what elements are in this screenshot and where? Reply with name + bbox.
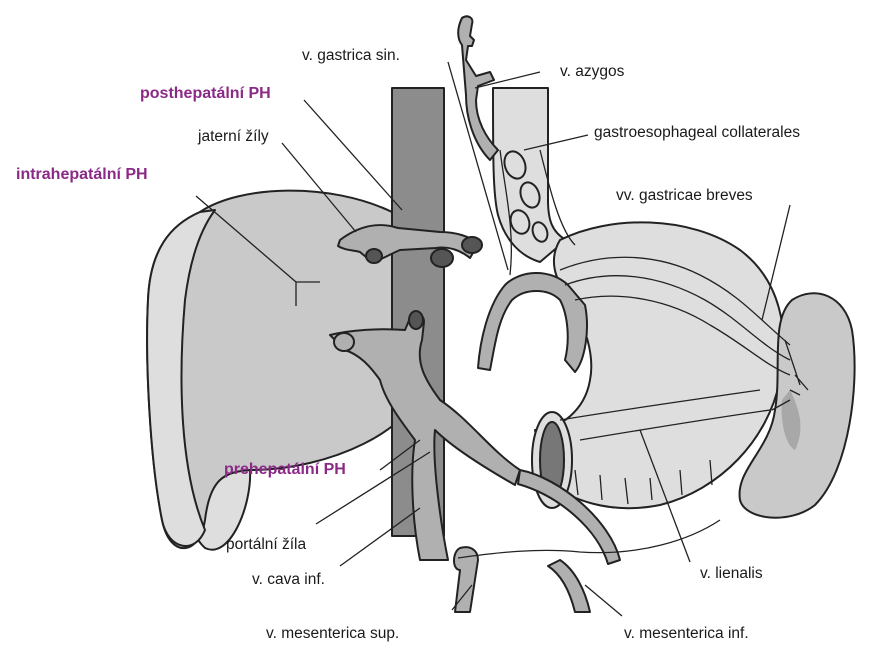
label-prehepatalni-ph: prehepatální PH	[224, 461, 346, 478]
label-mesenterica-inf: v. mesenterica inf.	[624, 625, 749, 642]
label-lienalis: v. lienalis	[700, 565, 763, 582]
label-posthepatalni-ph: posthepatální PH	[140, 85, 271, 102]
label-gastrica-sin: v. gastrica sin.	[302, 47, 400, 64]
label-jaterni-zily: jaterní žíly	[197, 128, 269, 145]
label-mesenterica-sup: v. mesenterica sup.	[266, 625, 399, 642]
label-portalni-zila: portální žíla	[226, 536, 307, 553]
label-gastricae-breves: vv. gastricae breves	[616, 187, 753, 204]
label-cava-inf: v. cava inf.	[252, 571, 325, 588]
label-intrahepatalni-ph: intrahepatální PH	[16, 166, 148, 183]
label-azygos: v. azygos	[560, 63, 625, 80]
label-gastroesophageal: gastroesophageal collaterales	[594, 124, 800, 141]
